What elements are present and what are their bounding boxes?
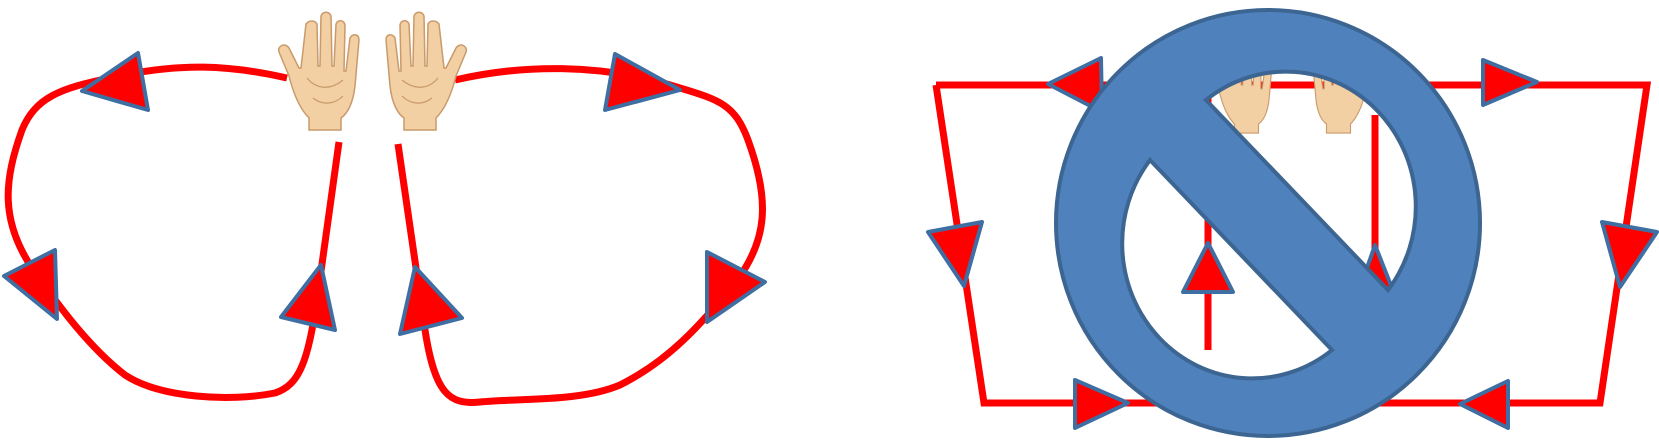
right-panel [926,8,1659,438]
arrowhead-outer-bottom-left [1073,378,1130,430]
arrowhead-outer-left-side [926,220,984,288]
arrowhead-left-top [80,51,150,112]
arrowhead-right-side [705,250,767,324]
left-hand-icon [277,11,360,131]
arrowhead-inner-left [1181,241,1235,294]
prohibition-icon [1053,8,1483,438]
right-hand-icon [385,11,468,131]
right-loop-path [394,65,766,406]
arrowhead-right-inner [398,265,464,336]
arrowhead-outer-top-left [1046,56,1104,114]
arrowhead-outer-bottom-right [1458,379,1510,430]
arrowhead-outer-right-side [1600,220,1659,289]
left-loop-path [4,63,343,401]
arrowhead-left-side [2,248,59,321]
arrowhead-left-inner [279,263,337,332]
arrowhead-right-top [603,52,682,112]
left-panel [2,11,767,406]
arrowhead-outer-top-right [1481,58,1539,107]
